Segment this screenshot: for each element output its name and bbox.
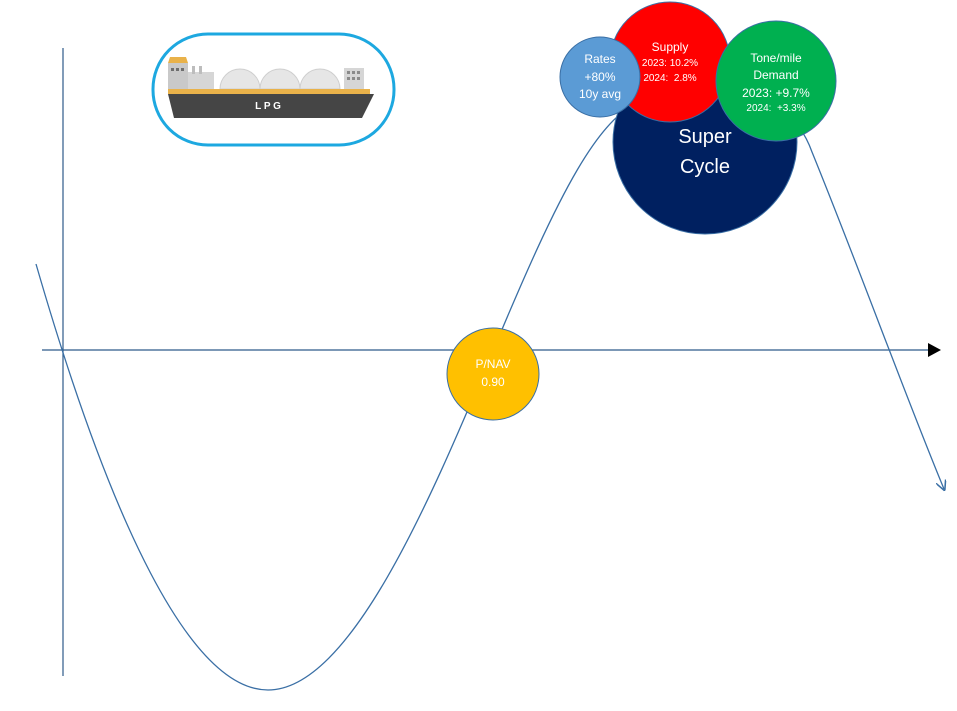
super-cycle-line1: Super [678, 126, 732, 148]
demand-title-line1: Tone/mile [750, 51, 802, 65]
rates-title: Rates [584, 52, 615, 66]
demand-title-line2: Demand [753, 68, 798, 82]
demand-2024: 2024: +3.3% [746, 103, 805, 114]
demand-bubble: Tone/mile Demand 2023: +9.7% 2024: +3.3% [715, 20, 837, 142]
supply-title: Supply [652, 40, 689, 54]
lpg-ship-icon: L P G [151, 32, 396, 147]
ship-label: L P G [255, 101, 281, 112]
rates-basis: 10y avg [579, 87, 621, 101]
pnav-value: 0.90 [481, 375, 505, 389]
pnav-bubble: P/NAV 0.90 [446, 327, 540, 421]
pnav-label: P/NAV [475, 357, 510, 371]
supply-2024: 2024: 2.8% [643, 73, 696, 84]
demand-2023: 2023: +9.7% [742, 86, 810, 100]
cycle-curve [35, 85, 944, 691]
x-axis-arrowhead [928, 343, 941, 357]
rates-bubble: Rates +80% 10y avg [559, 36, 641, 118]
supply-2023: 2023: 10.2% [642, 58, 698, 69]
rates-value: +80% [584, 70, 615, 84]
super-cycle-line2: Cycle [680, 156, 730, 178]
